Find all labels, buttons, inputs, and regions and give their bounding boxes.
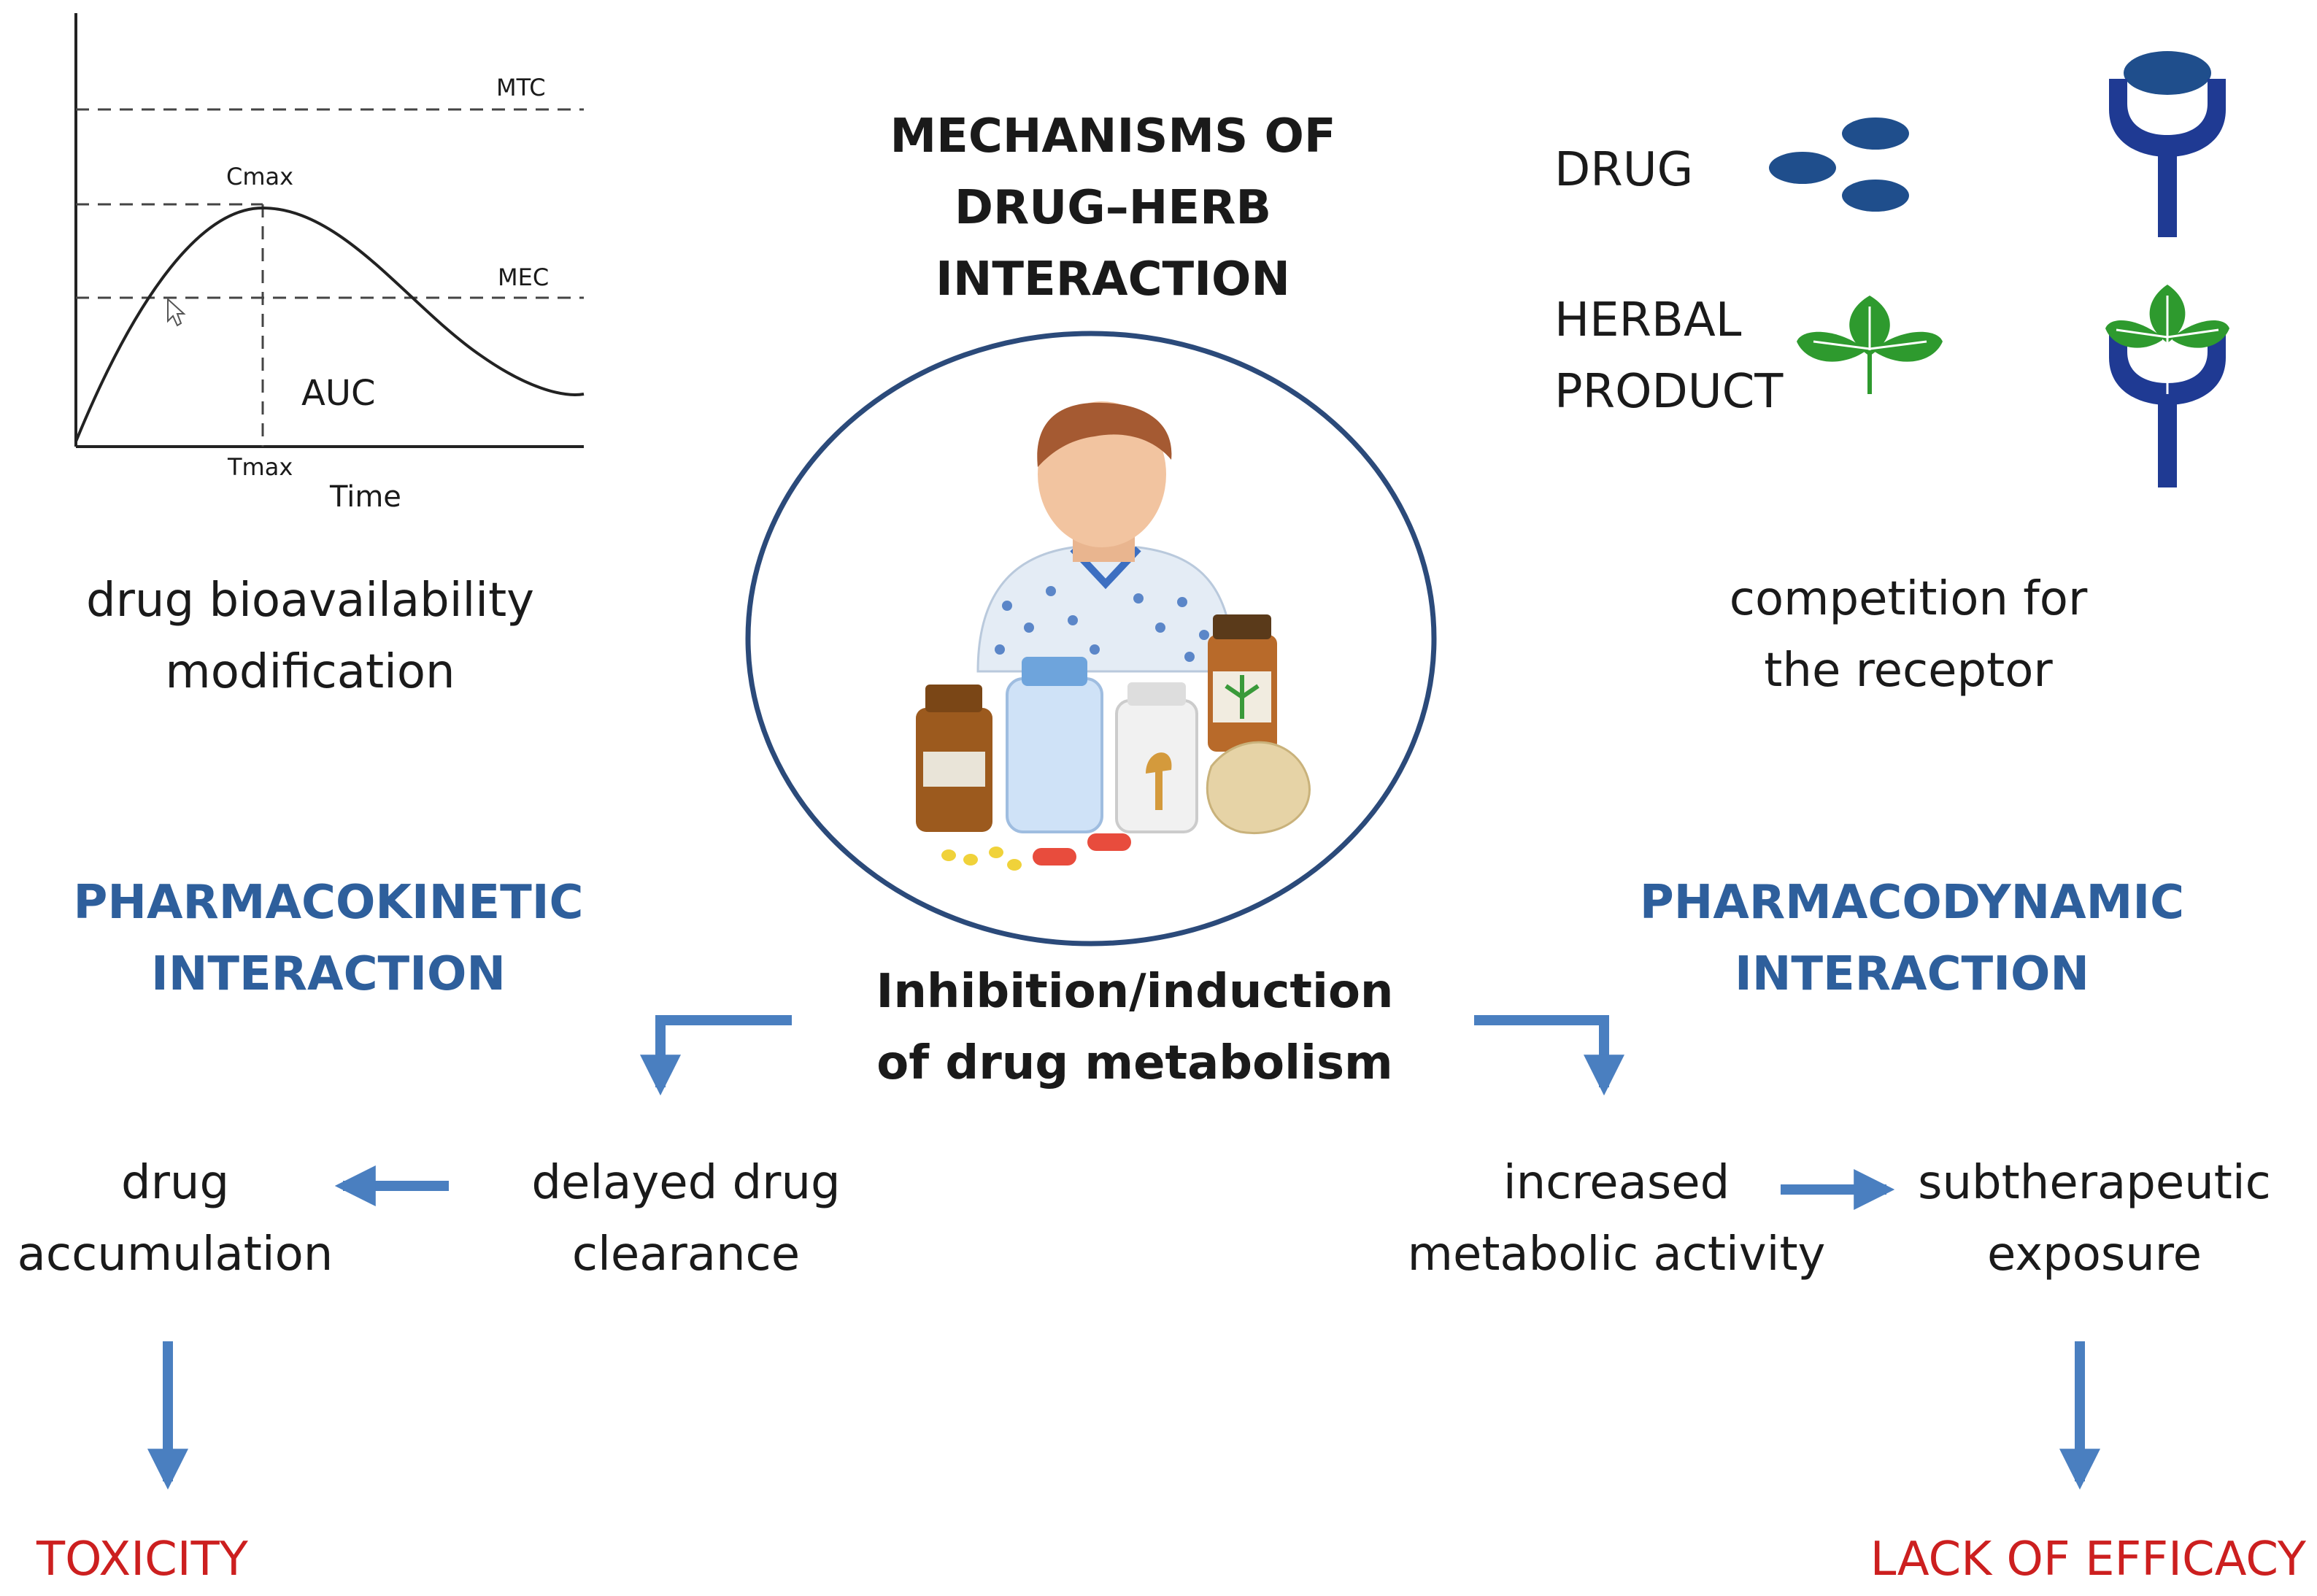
chart-mec-label: MEC — [498, 263, 550, 291]
legend-herbal-line-1: HERBAL — [1554, 293, 1742, 347]
chart-mtc-label: MTC — [496, 74, 546, 101]
lack-of-efficacy-outcome: LACK OF EFFICACY — [1870, 1533, 2306, 1587]
exposure-line-2: exposure — [1986, 1227, 2202, 1281]
arrow-to-clearance — [640, 1015, 792, 1096]
pharmacokinetic-line-2: INTERACTION — [151, 947, 506, 1001]
receptor-with-herb-icon — [2105, 285, 2229, 487]
pharmacodynamic-line-1: PHARMACODYNAMIC — [1639, 876, 2185, 930]
metabolism-line-1: Inhibition/induction — [876, 965, 1394, 1019]
medicine-bottles-icon — [916, 614, 1311, 871]
leaf-icon — [1797, 296, 1943, 394]
pharmacodynamic-heading: PHARMACODYNAMIC INTERACTION — [1635, 867, 2189, 1010]
pharmacokinetic-heading: PHARMACOKINETIC INTERACTION — [51, 867, 606, 1010]
pharmacodynamic-line-2: INTERACTION — [1735, 947, 2089, 1001]
bioavailability-line-2: modification — [165, 645, 455, 699]
receptor-with-drug-icon — [2109, 51, 2226, 237]
chart-tmax-label: Tmax — [228, 453, 293, 481]
chart-auc-label: AUC — [301, 373, 376, 414]
clearance-line-1: delayed drug — [531, 1156, 841, 1210]
accumulation-line-1: drug — [120, 1156, 230, 1210]
chart-cmax-label: Cmax — [226, 163, 294, 190]
concentration-curve — [74, 206, 585, 442]
flow-arrows — [147, 1015, 2100, 1490]
circle-outline — [745, 331, 1437, 947]
cursor-icon — [167, 297, 186, 327]
receptor-line-2: the receptor — [1764, 644, 2053, 698]
title-line-2: DRUG–HERB — [954, 181, 1272, 235]
toxicity-outcome: TOXICITY — [36, 1533, 248, 1587]
legend-herbal-line-2: PRODUCT — [1554, 365, 1784, 419]
activity-line-1: increased — [1503, 1156, 1730, 1210]
patient-icon — [976, 401, 1235, 673]
legend-herbal-label: HERBAL PRODUCT — [1554, 285, 1783, 428]
exposure-line-1: subtherapeutic — [1918, 1156, 2271, 1210]
clearance-line-2: clearance — [571, 1227, 801, 1281]
exposure-node: subtherapeutic exposure — [1890, 1147, 2299, 1290]
activity-line-2: metabolic activity — [1407, 1227, 1826, 1281]
title-line-1: MECHANISMS OF — [890, 109, 1336, 163]
arrow-to-activity — [1474, 1015, 1624, 1096]
legend-drug-label: DRUG — [1554, 143, 1694, 197]
metabolism-line-2: of drug metabolism — [876, 1036, 1393, 1090]
pharmacokinetic-line-1: PHARMACOKINETIC — [73, 876, 584, 930]
title-line-3: INTERACTION — [936, 252, 1290, 307]
pk-concentration-chart — [74, 13, 585, 448]
bioavailability-line-1: drug bioavailability — [85, 574, 535, 628]
accumulation-line-2: accumulation — [17, 1227, 334, 1281]
receptor-line-1: competition for — [1729, 572, 2088, 626]
patient-circle — [745, 331, 1437, 947]
chart-x-axis-label: Time — [330, 480, 401, 514]
metabolic-activity-node: increased metabolic activity — [1383, 1147, 1850, 1290]
receptor-caption: competition for the receptor — [1642, 563, 2175, 706]
diagram-title: MECHANISMS OF DRUG–HERB INTERACTION — [847, 101, 1379, 315]
accumulation-node: drug accumulation — [0, 1147, 350, 1290]
clearance-node: delayed drug clearance — [467, 1147, 905, 1290]
bioavailability-caption: drug bioavailability modification — [44, 565, 577, 708]
drug-icon — [1769, 117, 1909, 212]
metabolism-label: Inhibition/induction of drug metabolism — [825, 956, 1445, 1099]
